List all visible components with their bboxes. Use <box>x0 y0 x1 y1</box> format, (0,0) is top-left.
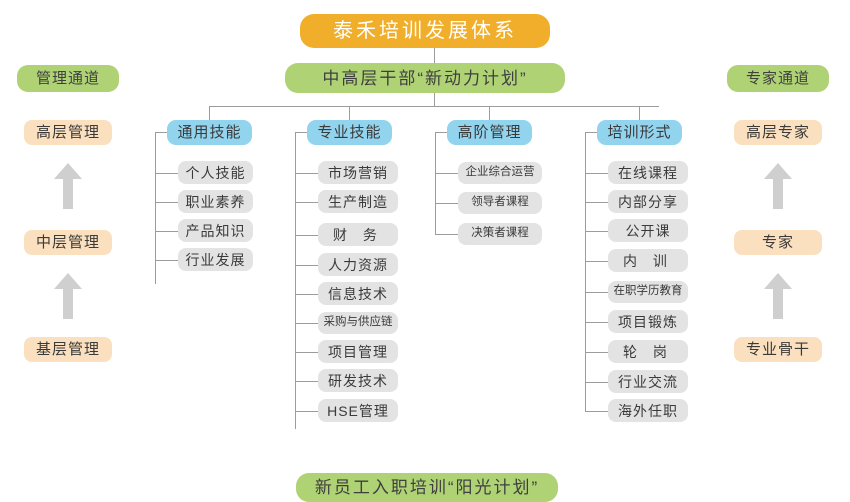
up-arrow-icon <box>54 273 82 321</box>
leaf-connector-0-3 <box>155 260 178 261</box>
connector-bus-to-cat-3 <box>639 106 640 120</box>
leaf-connector-2-0 <box>435 173 458 174</box>
leaf-connector-1-8 <box>295 411 318 412</box>
connector-subtitle-to-bus <box>434 93 435 106</box>
leaf-connector-0-0 <box>155 173 178 174</box>
category-bus-line <box>209 106 659 107</box>
leaf-connector-0-2 <box>155 231 178 232</box>
leaf-item[interactable]: 信息技术 <box>318 282 398 305</box>
leaf-connector-1-1 <box>295 202 318 203</box>
leaf-item[interactable]: 公开课 <box>608 219 688 242</box>
up-arrow-icon <box>54 163 82 211</box>
leaf-item[interactable]: 海外任职 <box>608 399 688 422</box>
leaf-connector-1-4 <box>295 294 318 295</box>
leaf-connector-0-1 <box>155 202 178 203</box>
leaf-item[interactable]: 决策者课程 <box>458 223 542 245</box>
category-stub-2 <box>435 132 447 133</box>
leaf-item[interactable]: 行业交流 <box>608 370 688 393</box>
leaf-item[interactable]: 企业综合运营 <box>458 162 542 184</box>
category-spine-0 <box>155 132 156 284</box>
title-banner: 泰禾培训发展体系 <box>300 14 550 48</box>
category-spine-1 <box>295 132 296 429</box>
leaf-connector-1-6 <box>295 352 318 353</box>
leaf-item[interactable]: 人力资源 <box>318 253 398 276</box>
leaf-connector-2-2 <box>435 234 458 235</box>
leaf-item[interactable]: 行业发展 <box>178 248 253 271</box>
connector-bus-to-cat-1 <box>349 106 350 120</box>
left-ladder-step-1: 中层管理 <box>24 230 112 255</box>
leaf-item[interactable]: 生产制造 <box>318 190 398 213</box>
up-arrow-icon <box>764 163 792 211</box>
leaf-item[interactable]: 在线课程 <box>608 161 688 184</box>
leaf-connector-3-8 <box>585 411 608 412</box>
up-arrow-icon <box>764 273 792 321</box>
leaf-connector-1-5 <box>295 323 318 324</box>
category-spine-2 <box>435 132 436 235</box>
leaf-item[interactable]: 内部分享 <box>608 190 688 213</box>
leaf-item[interactable]: 项目锻炼 <box>608 310 688 333</box>
leaf-item[interactable]: 领导者课程 <box>458 192 542 214</box>
leaf-item[interactable]: 产品知识 <box>178 219 253 242</box>
category-header-3[interactable]: 培训形式 <box>597 120 682 145</box>
category-stub-0 <box>155 132 167 133</box>
category-stub-1 <box>295 132 307 133</box>
leaf-connector-3-3 <box>585 261 608 262</box>
leaf-item[interactable]: HSE管理 <box>318 399 398 422</box>
connector-bus-to-cat-2 <box>489 106 490 120</box>
leaf-connector-3-7 <box>585 382 608 383</box>
category-spine-3 <box>585 132 586 411</box>
leaf-connector-2-1 <box>435 203 458 204</box>
subtitle-banner: 中高层干部“新动力计划” <box>285 63 565 93</box>
leaf-item[interactable]: 在职学历教育 <box>608 281 688 303</box>
left-ladder-step-2: 基层管理 <box>24 337 112 362</box>
leaf-item[interactable]: 采购与供应链 <box>318 312 398 334</box>
category-header-1[interactable]: 专业技能 <box>307 120 392 145</box>
leaf-connector-3-4 <box>585 292 608 293</box>
right-ladder-step-1: 专家 <box>734 230 822 255</box>
connector-title-to-subtitle <box>434 48 435 63</box>
leaf-item[interactable]: 市场营销 <box>318 161 398 184</box>
category-stub-3 <box>585 132 597 133</box>
footer-banner: 新员工入职培训“阳光计划” <box>296 473 558 502</box>
right-ladder-header: 专家通道 <box>727 65 829 92</box>
leaf-connector-1-0 <box>295 173 318 174</box>
leaf-connector-3-2 <box>585 231 608 232</box>
leaf-connector-3-0 <box>585 173 608 174</box>
leaf-item[interactable]: 项目管理 <box>318 340 398 363</box>
leaf-connector-1-2 <box>295 235 318 236</box>
connector-bus-to-cat-0 <box>209 106 210 120</box>
left-ladder-step-0: 高层管理 <box>24 120 112 145</box>
right-ladder-step-0: 高层专家 <box>734 120 822 145</box>
leaf-item[interactable]: 内 训 <box>608 249 688 272</box>
leaf-item[interactable]: 财 务 <box>318 223 398 246</box>
category-header-0[interactable]: 通用技能 <box>167 120 252 145</box>
leaf-connector-3-6 <box>585 352 608 353</box>
category-header-2[interactable]: 高阶管理 <box>447 120 532 145</box>
right-ladder-step-2: 专业骨干 <box>734 337 822 362</box>
left-ladder-header: 管理通道 <box>17 65 119 92</box>
leaf-item[interactable]: 研发技术 <box>318 369 398 392</box>
leaf-item[interactable]: 个人技能 <box>178 161 253 184</box>
leaf-connector-3-1 <box>585 202 608 203</box>
leaf-item[interactable]: 轮 岗 <box>608 340 688 363</box>
leaf-connector-1-7 <box>295 381 318 382</box>
leaf-connector-3-5 <box>585 322 608 323</box>
leaf-connector-1-3 <box>295 265 318 266</box>
leaf-item[interactable]: 职业素养 <box>178 190 253 213</box>
